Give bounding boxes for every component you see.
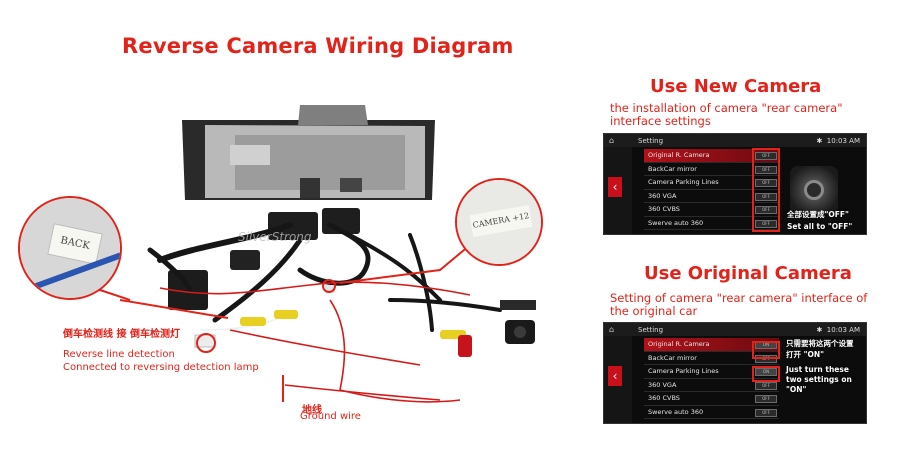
camera-tag-callout: CAMERA +12 — [455, 178, 543, 266]
gear-icon — [790, 166, 838, 214]
back-tag-callout: BACK — [18, 196, 122, 300]
screen-time: 10:03 AM — [826, 137, 860, 145]
reverse-lamp-en: Connected to reversing detection lamp — [63, 362, 259, 373]
toggle-switch[interactable]: OFF — [755, 165, 777, 174]
watermark: SilverStrong — [238, 230, 312, 244]
rca-connectors — [240, 310, 472, 357]
back-arrow-icon[interactable]: ‹ — [608, 177, 622, 197]
home-icon[interactable]: ⌂ — [609, 325, 615, 334]
note-cn: 打开 "ON" — [786, 350, 825, 359]
toggle-highlight — [752, 341, 780, 359]
new-camera-desc: the installation of camera "rear camera"… — [610, 101, 843, 128]
toggle-highlight — [752, 148, 780, 232]
original-camera-title: Use Original Camera — [644, 263, 852, 284]
note-cn: 全部设置成"OFF" — [787, 210, 849, 219]
reverse-line-en: Reverse line detection — [63, 349, 175, 360]
black-cables — [147, 222, 502, 332]
diagram-title: Reverse Camera Wiring Diagram — [122, 34, 514, 58]
toggle-switch[interactable]: OFF — [755, 152, 777, 160]
toggle-switch[interactable]: OFF — [755, 192, 777, 201]
note-en: Set all to "OFF" — [787, 222, 853, 231]
original-camera-screen: ⌂ Setting ✱ 10:03 AM ‹ Original R. Camer… — [603, 322, 867, 424]
toggle-switch[interactable]: OFF — [755, 206, 777, 214]
rear-camera — [500, 300, 536, 344]
note-en: Just turn these two settings on "ON" — [786, 365, 852, 394]
toggle-switch[interactable]: OFF — [755, 219, 777, 228]
screen-title: Setting — [638, 137, 664, 145]
callout-lines — [93, 244, 471, 402]
toggle-switch[interactable]: ON — [755, 368, 777, 376]
bluetooth-icon: ✱ — [816, 326, 823, 334]
red-wires — [159, 281, 471, 403]
new-camera-title: Use New Camera — [650, 76, 822, 97]
ground-wire-cn: 地线 — [302, 405, 322, 416]
wiring-photo — [93, 105, 536, 403]
reverse-line-cn: 倒车检测线 接 倒车检测灯 — [63, 329, 180, 340]
ground-wire-en: Ground wire — [300, 411, 361, 422]
toggle-switch[interactable]: OFF — [755, 381, 777, 390]
home-icon[interactable]: ⌂ — [609, 136, 615, 145]
bluetooth-icon: ✱ — [816, 137, 823, 145]
toggle-switch[interactable]: OFF — [755, 408, 777, 417]
head-unit — [182, 105, 435, 200]
new-camera-screen: ⌂ Setting ✱ 10:03 AM ‹ Original R. Camer… — [603, 133, 867, 235]
back-arrow-icon[interactable]: ‹ — [608, 366, 622, 386]
screen-title: Setting — [638, 326, 664, 334]
original-camera-desc: Setting of camera "rear camera" interfac… — [610, 291, 868, 318]
note-cn: 只需要将这两个设置 — [786, 339, 854, 348]
toggle-highlight — [752, 366, 780, 382]
toggle-switch[interactable]: OFF — [755, 179, 777, 187]
screen-time: 10:03 AM — [826, 326, 860, 334]
toggle-switch[interactable]: OFF — [755, 395, 777, 403]
